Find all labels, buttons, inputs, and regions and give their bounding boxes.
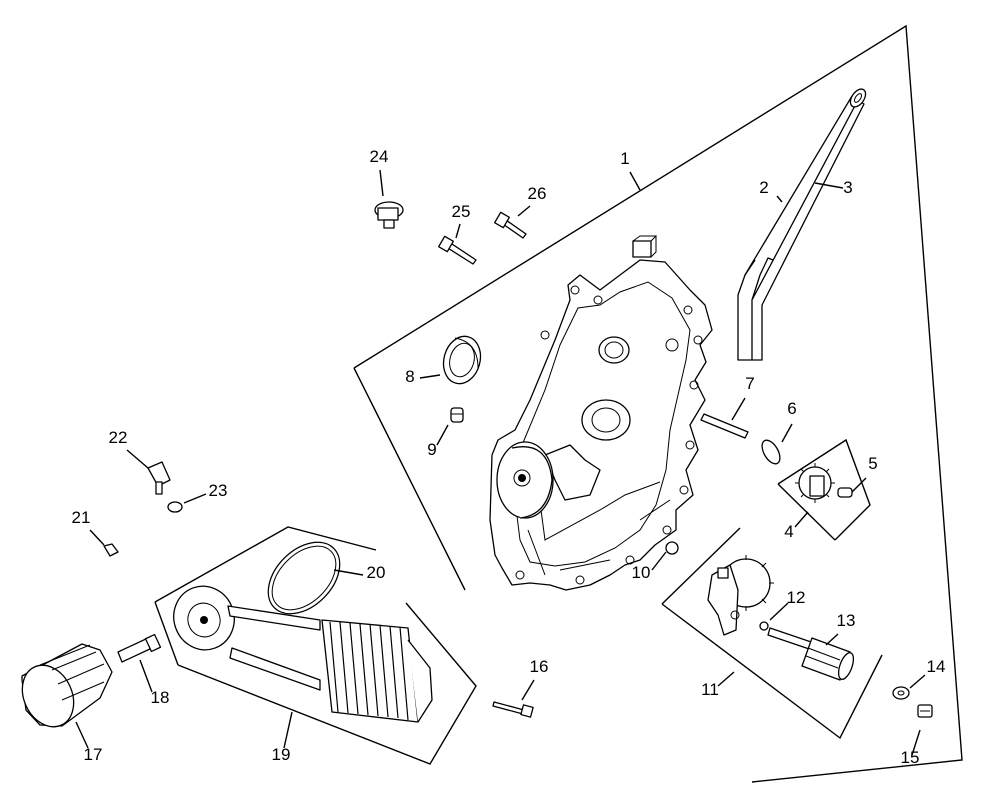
- callout-label-3: 3: [843, 178, 852, 197]
- o-ring-small: [665, 541, 679, 555]
- oil-seal: [442, 335, 482, 385]
- gear-pin: [837, 487, 853, 498]
- callout-label-5: 5: [868, 454, 877, 473]
- plug-nut: [450, 407, 464, 423]
- crank-gear: [795, 463, 835, 503]
- callout-leader-6: [781, 423, 793, 443]
- callout-label-15: 15: [901, 748, 920, 767]
- callout-label-11: 11: [701, 680, 719, 699]
- callout-label-1: 1: [620, 149, 629, 168]
- callout-leader-16: [521, 679, 535, 701]
- oil-cooler: [173, 585, 433, 723]
- callout-label-24: 24: [370, 147, 389, 166]
- callout-label-14: 14: [927, 657, 946, 676]
- callout-label-16: 16: [530, 657, 549, 676]
- callout-leader-20: [333, 569, 364, 576]
- callout-leader-17: [75, 721, 89, 749]
- callout-leader-9: [436, 424, 449, 446]
- callout-label-2: 2: [759, 178, 768, 197]
- temperature-sensor: [147, 461, 171, 495]
- callout-label-9: 9: [427, 440, 436, 459]
- assembly-outline-pump-11: [661, 527, 883, 740]
- callout-label-23: 23: [209, 481, 228, 500]
- thrust-washer: [761, 439, 781, 465]
- callout-label-6: 6: [787, 399, 796, 418]
- callout-leader-5: [851, 477, 867, 493]
- callout-leader-18: [139, 659, 153, 693]
- callout-leader-11: [717, 671, 735, 687]
- callout-label-25: 25: [452, 202, 471, 221]
- callout-label-13: 13: [837, 611, 856, 630]
- pump-rotor-shaft: [767, 627, 855, 681]
- callout-label-12: 12: [787, 588, 806, 607]
- callout-label-8: 8: [405, 367, 414, 386]
- pump-o-ring: [759, 621, 769, 631]
- callout-label-26: 26: [528, 184, 547, 203]
- callout-label-10: 10: [632, 563, 651, 582]
- cooler-o-ring-large: [267, 541, 341, 615]
- callout-label-7: 7: [745, 374, 754, 393]
- oil-filter: [21, 643, 113, 728]
- callout-leader-4: [794, 511, 809, 528]
- callout-leader-22: [126, 449, 149, 469]
- callout-leader-23: [183, 493, 207, 504]
- callout-leader-26: [517, 205, 531, 217]
- assembly-outline-gear-4: [777, 438, 871, 541]
- callout-leader-15: [911, 729, 921, 756]
- callout-leader-3: [814, 182, 844, 189]
- oil-pump: [707, 555, 774, 636]
- filter-fitting: [117, 633, 162, 663]
- assembly-outline-oil-cooler-19: [154, 526, 477, 765]
- bolt-long: [492, 701, 534, 718]
- callout-leader-1: [629, 171, 641, 191]
- callout-leader-21: [89, 529, 105, 546]
- sensor-o-ring: [167, 501, 183, 513]
- callout-leader-8: [419, 374, 441, 379]
- screw-26: [494, 211, 527, 239]
- callout-label-22: 22: [109, 428, 128, 447]
- callout-label-4: 4: [784, 522, 793, 541]
- callout-label-18: 18: [151, 688, 170, 707]
- drain-plug: [917, 704, 933, 718]
- dipstick-tube: [737, 88, 867, 361]
- callout-leader-24: [379, 169, 384, 197]
- callout-leader-10: [651, 551, 667, 571]
- callout-label-21: 21: [72, 508, 91, 527]
- callout-label-20: 20: [367, 563, 386, 582]
- callout-leader-13: [825, 633, 839, 646]
- gear-cover-housing: [489, 235, 713, 591]
- screw-25: [438, 235, 477, 265]
- callout-label-17: 17: [84, 745, 103, 764]
- callout-leader-7: [731, 397, 746, 421]
- clip: [103, 543, 119, 557]
- callout-leader-2: [776, 195, 783, 203]
- callout-leader-19: [283, 711, 293, 749]
- assembly-outline-main: [353, 24, 963, 783]
- dowel-pin: [700, 413, 749, 439]
- sealing-washer: [892, 686, 910, 700]
- callout-leader-14: [909, 674, 926, 689]
- callout-label-19: 19: [272, 745, 291, 764]
- callout-leader-25: [455, 223, 461, 239]
- callout-leader-12: [769, 602, 789, 621]
- oil-pressure-switch: [374, 201, 404, 229]
